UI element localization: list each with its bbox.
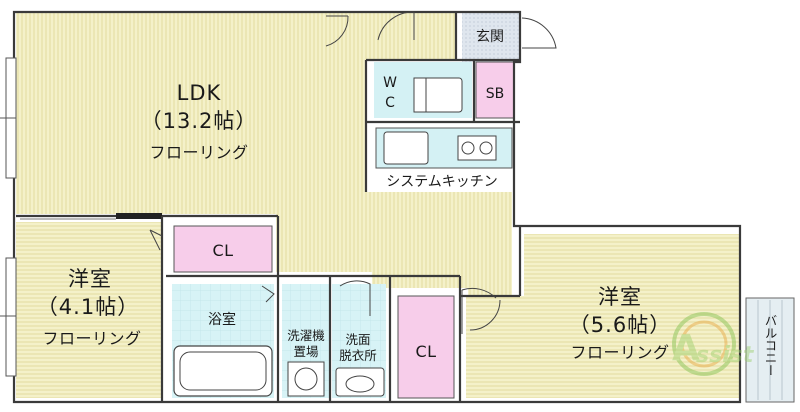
watermark-logo: A ssist bbox=[672, 312, 755, 376]
doors bbox=[149, 11, 557, 334]
kitchen-sink-icon bbox=[383, 131, 429, 165]
entrance-label: 玄関 bbox=[476, 28, 504, 45]
closet-left-label: CL bbox=[212, 241, 233, 260]
ldk-floor-label: フローリング bbox=[149, 143, 248, 162]
washing-machine-icon bbox=[287, 361, 325, 397]
western-left-name: 洋室 bbox=[68, 267, 112, 291]
wc-label-w: W bbox=[383, 75, 397, 91]
closet-right bbox=[397, 295, 455, 399]
western-right-floor bbox=[466, 234, 740, 398]
western-left-size: （4.1帖） bbox=[37, 295, 139, 319]
walls bbox=[0, 10, 742, 404]
fixtures bbox=[173, 77, 497, 397]
western-left-floor bbox=[16, 222, 161, 398]
washroom-label-2: 脱衣所 bbox=[339, 348, 377, 363]
wc-label-c: C bbox=[385, 95, 395, 111]
kitchen-label: システムキッチン bbox=[386, 174, 498, 190]
laundry-label-2: 置場 bbox=[293, 344, 318, 359]
stove-icon bbox=[457, 135, 497, 161]
ldk-floor bbox=[16, 12, 512, 296]
western-left-floor-label: フローリング bbox=[42, 329, 141, 348]
western-right-name: 洋室 bbox=[598, 285, 642, 309]
shoebox bbox=[475, 61, 515, 119]
svg-text:A: A bbox=[672, 328, 700, 369]
closet-left bbox=[173, 225, 273, 273]
labels: LDK （13.2帖） フローリング 洋室 （4.1帖） フローリング 洋室 （… bbox=[37, 28, 778, 377]
western-right-size: （5.6帖） bbox=[569, 313, 671, 337]
laundry-label-1: 洗濯機 bbox=[287, 328, 325, 343]
bath-label: 浴室 bbox=[208, 311, 236, 328]
closet-right-label: CL bbox=[415, 342, 436, 361]
washroom-label-1: 洗面 bbox=[345, 332, 370, 347]
svg-text:ssist: ssist bbox=[696, 343, 755, 368]
bathtub-icon bbox=[173, 345, 273, 397]
wash-basin-icon bbox=[335, 367, 385, 397]
shoebox-label: SB bbox=[486, 86, 505, 102]
ldk-size: （13.2帖） bbox=[141, 109, 258, 133]
entrance-floor bbox=[462, 12, 520, 62]
western-right-floor-label: フローリング bbox=[570, 343, 669, 362]
ldk-name: LDK bbox=[177, 81, 222, 105]
balcony-label: バルコニー bbox=[763, 314, 778, 377]
